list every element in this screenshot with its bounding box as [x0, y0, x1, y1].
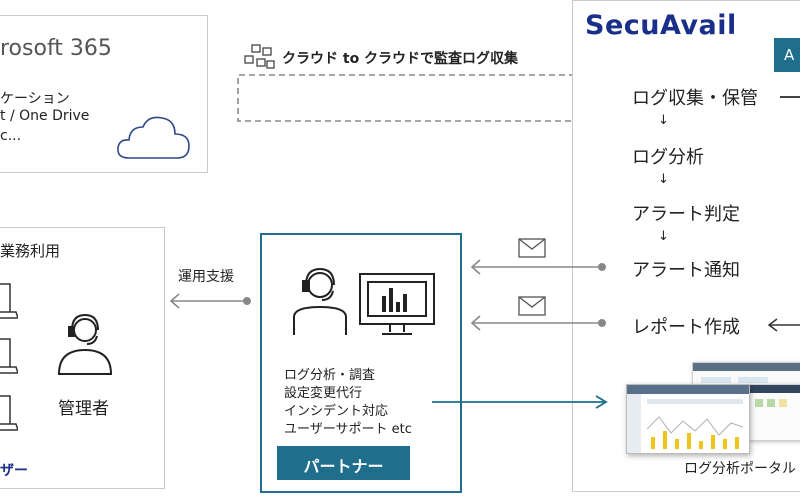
laptop-icon: [0, 338, 18, 374]
transfer-icon: [244, 44, 275, 69]
mail-icon: [518, 238, 546, 258]
step-arrow-1: ↓: [658, 113, 669, 128]
cloud-icon: [117, 116, 190, 159]
step-arrow-3: ↓: [658, 229, 669, 244]
step-alert-notify: アラート通知: [632, 260, 740, 281]
partner-label-badge: パートナー: [277, 446, 410, 480]
report-input-arrow: [767, 318, 800, 332]
step-arrow-2: ↓: [658, 172, 669, 187]
portal-access-arrow: [432, 395, 608, 409]
admin-headset-icon: [57, 313, 113, 375]
portal-screenshot-mid: [748, 384, 800, 441]
partner-task-config-change: 設定変更代行: [284, 386, 363, 401]
step-log-analysis: ログ分析: [632, 147, 704, 168]
users-title: 業務利用: [0, 242, 61, 260]
operator-headset-icon: [293, 267, 347, 335]
partner-task-incident: インシデント対応: [284, 404, 389, 419]
report-arrow: [470, 315, 606, 331]
portal-screenshot-front: [626, 384, 750, 454]
transfer-label: クラウド to クラウドで監査ログ収集: [282, 51, 519, 67]
ms365-title: rosoft 365: [0, 36, 112, 61]
support-arrow: [169, 293, 251, 309]
partner-task-log-analysis: ログ分析・調査: [284, 368, 376, 383]
secuavail-tag: A: [774, 38, 800, 72]
mail-icon: [518, 296, 546, 316]
ms365-box: [0, 15, 208, 173]
step-connector-line: [780, 96, 800, 98]
laptop-icon: [0, 395, 18, 431]
step-alert-judge: アラート判定: [632, 204, 740, 225]
support-label: 運用支援: [178, 269, 234, 285]
users-box: [0, 227, 165, 489]
partner-task-user-support: ユーザーサポート etc: [284, 422, 412, 437]
ms365-services: t / One Drive: [0, 108, 90, 124]
partner-label: パートナー: [303, 457, 384, 476]
step-log-collect: ログ収集・保管: [632, 88, 758, 109]
step-report: レポート作成: [632, 317, 740, 338]
alert-notify-arrow: [470, 259, 606, 275]
admin-label: 管理者: [58, 399, 109, 419]
laptop-icon: [0, 283, 18, 319]
secuavail-logo: SecuAvail: [585, 10, 737, 41]
monitor-chart-icon: [359, 273, 435, 335]
portal-label: ログ分析ポータル: [684, 461, 796, 477]
transfer-dashed-arrow: [237, 74, 592, 126]
users-bottom-label: ザー: [0, 463, 28, 479]
ms365-app-label: ケーション: [0, 91, 70, 107]
ms365-etc: c...: [0, 128, 22, 144]
